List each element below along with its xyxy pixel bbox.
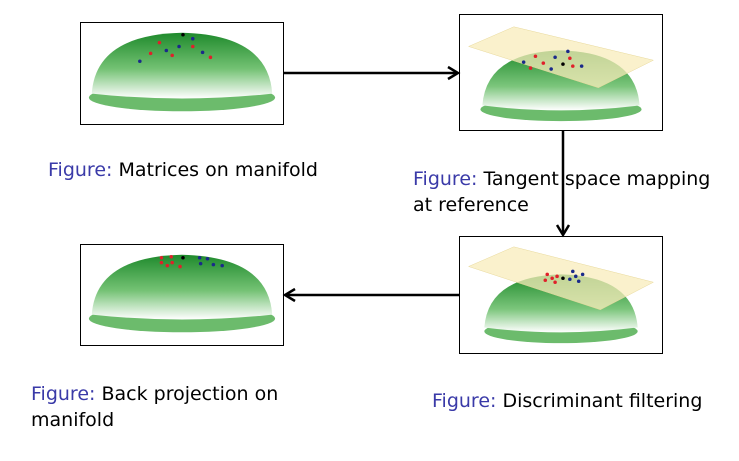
point-class-a bbox=[191, 44, 195, 49]
figure-prefix: Figure: bbox=[413, 168, 478, 190]
matrix-points bbox=[138, 33, 213, 64]
arrow-left-head bbox=[282, 287, 296, 303]
caption-text: Tangent space mapping at reference bbox=[413, 168, 711, 216]
point-class-b bbox=[211, 262, 216, 267]
point-class-a bbox=[159, 255, 164, 260]
tangent-plane bbox=[467, 26, 655, 88]
point-class-b bbox=[164, 48, 169, 53]
figure-prefix: Figure: bbox=[31, 383, 96, 405]
reference-point bbox=[561, 62, 565, 66]
point-class-a bbox=[148, 51, 153, 56]
point-class-a bbox=[550, 276, 554, 281]
point-class-b bbox=[521, 60, 526, 64]
reference-point bbox=[561, 276, 565, 281]
point-class-a bbox=[157, 40, 162, 45]
point-class-a bbox=[169, 255, 173, 259]
point-class-a bbox=[178, 264, 182, 269]
point-class-a bbox=[159, 260, 164, 265]
tangent-plane bbox=[467, 246, 655, 311]
manifold-dome bbox=[91, 254, 273, 320]
point-class-b bbox=[177, 44, 181, 49]
back-projection-illustration bbox=[88, 254, 276, 333]
point-class-b bbox=[191, 36, 195, 41]
point-class-a bbox=[170, 53, 174, 58]
tangent-plane-illustration bbox=[467, 26, 655, 122]
point-class-b bbox=[220, 263, 224, 268]
arrow-down-head bbox=[555, 224, 571, 238]
caption-text: Back projection on manifold bbox=[31, 383, 279, 431]
manifold-dome bbox=[91, 32, 273, 99]
point-class-b bbox=[576, 279, 581, 284]
point-class-b bbox=[580, 272, 585, 277]
point-class-a bbox=[545, 272, 550, 277]
point-class-b bbox=[573, 274, 578, 279]
point-class-b bbox=[197, 255, 202, 260]
point-class-a bbox=[533, 54, 538, 59]
caption-back-projection: Figure: Back projection on manifold bbox=[31, 381, 301, 433]
point-class-a bbox=[165, 263, 170, 268]
manifold-dome-illustration bbox=[88, 32, 276, 112]
caption-matrices-on-manifold: Figure: Matrices on manifold bbox=[48, 157, 348, 183]
point-class-a bbox=[541, 61, 546, 65]
point-class-b bbox=[549, 67, 553, 71]
filtered-plane-illustration bbox=[467, 246, 655, 344]
point-class-a bbox=[208, 55, 213, 60]
panel-matrices-on-manifold bbox=[80, 22, 284, 125]
reference-point bbox=[181, 33, 185, 37]
caption-text: Matrices on manifold bbox=[118, 159, 318, 181]
figure-prefix: Figure: bbox=[48, 159, 113, 181]
point-class-b bbox=[553, 55, 557, 60]
point-class-b bbox=[198, 261, 203, 266]
point-class-a bbox=[543, 278, 548, 283]
caption-discriminant-filtering: Figure: Discriminant filtering bbox=[432, 388, 732, 414]
projected-points bbox=[159, 255, 224, 269]
point-class-b bbox=[579, 64, 584, 68]
point-class-b bbox=[200, 50, 205, 55]
point-class-a bbox=[553, 280, 557, 284]
caption-text: Discriminant filtering bbox=[502, 390, 703, 412]
figure-prefix: Figure: bbox=[432, 390, 497, 412]
point-class-b bbox=[568, 277, 572, 282]
point-class-b bbox=[205, 256, 210, 261]
reference-point bbox=[181, 255, 185, 260]
point-class-a bbox=[170, 260, 174, 265]
panel-tangent-space-mapping bbox=[459, 14, 663, 131]
point-class-a bbox=[555, 274, 559, 279]
point-class-a bbox=[571, 64, 575, 68]
point-class-a bbox=[568, 56, 572, 61]
point-class-b bbox=[138, 59, 142, 64]
arrow-right-head bbox=[447, 65, 461, 81]
panel-discriminant-filtering bbox=[459, 236, 663, 354]
panel-back-projection bbox=[80, 244, 284, 346]
point-class-b bbox=[571, 269, 575, 274]
caption-tangent-space-mapping: Figure: Tangent space mapping at referen… bbox=[413, 166, 723, 218]
tangent-points bbox=[521, 49, 584, 71]
filtered-points bbox=[543, 269, 585, 284]
point-class-a bbox=[528, 66, 533, 70]
point-class-b bbox=[566, 49, 570, 54]
